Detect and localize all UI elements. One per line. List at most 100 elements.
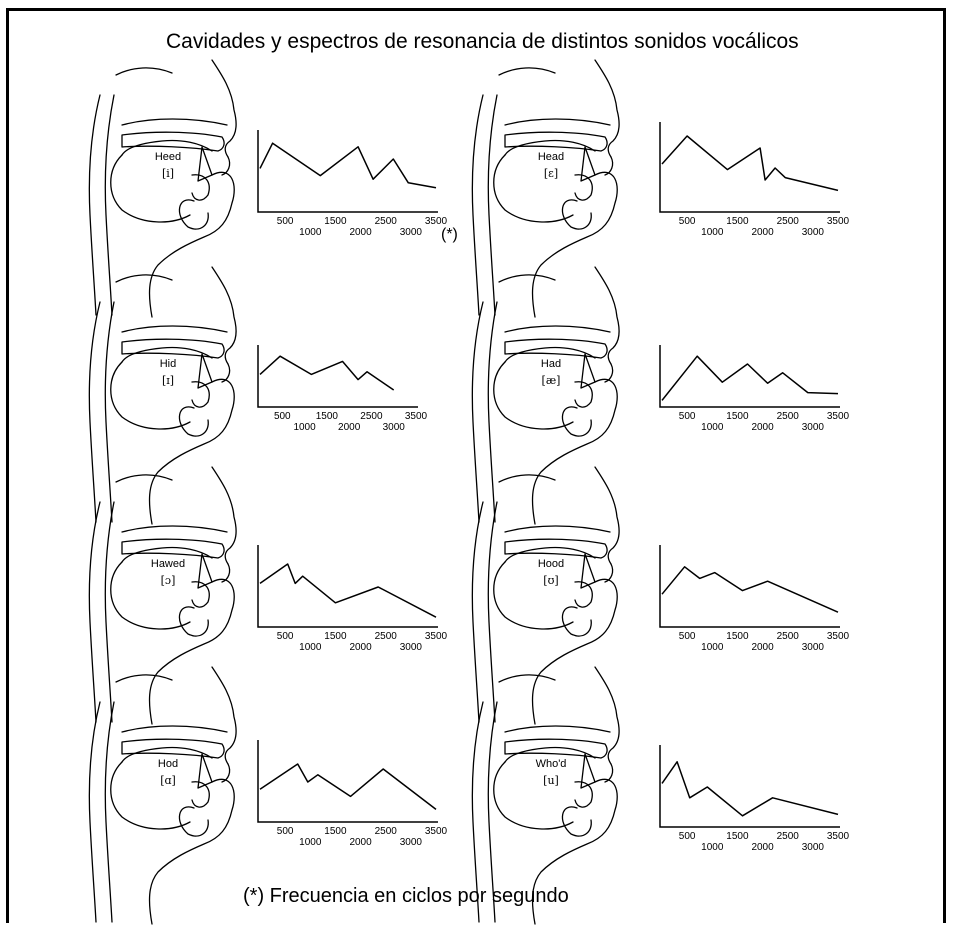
vowel-word-label: Hid [160, 358, 177, 370]
x-tick-label: 1000 [299, 837, 322, 848]
x-tick-label: 1500 [324, 631, 347, 642]
vowel-ipa-label: [ʊ] [543, 574, 558, 587]
x-tick-label: 3500 [827, 216, 850, 227]
chart-axes [659, 745, 840, 828]
chart-axes [257, 130, 438, 213]
x-tick-label: 1500 [726, 831, 749, 842]
x-tick-label: 500 [277, 826, 294, 837]
vocal-tract-drawing: Heed[i] [88, 59, 237, 318]
vowel-ipa-label: [ɔ] [161, 574, 176, 587]
x-tick-label: 3500 [425, 216, 448, 227]
chart-axes [659, 545, 840, 628]
vocal-tract-drawing: Hawed [ɔ] [88, 466, 237, 725]
x-tick-label: 3000 [802, 422, 825, 433]
vowel-ipa-label: [æ] [542, 374, 561, 387]
x-tick-label: 1500 [324, 826, 347, 837]
vowel-ipa-label: [ɛ] [544, 167, 558, 180]
x-tick-label: 500 [274, 411, 291, 422]
spectrum-curve [661, 566, 839, 613]
x-tick-label: 2500 [777, 216, 800, 227]
x-tick-label: 3500 [827, 831, 850, 842]
vowel-word-label: Hood [538, 558, 564, 570]
x-tick-label: 2000 [338, 422, 361, 433]
x-tick-label: 500 [679, 831, 696, 842]
x-tick-label: 2000 [751, 642, 774, 653]
vowel-ipa-label: [i] [162, 167, 174, 180]
x-tick-label: 3000 [400, 227, 423, 238]
x-tick-label: 3000 [400, 837, 423, 848]
x-tick-label: 2000 [349, 227, 372, 238]
x-tick-label: 2000 [751, 422, 774, 433]
x-tick-label: 1000 [299, 642, 322, 653]
x-tick-label: 500 [277, 631, 294, 642]
vowel-word-label: Head [538, 151, 564, 163]
x-tick-label: 2500 [360, 411, 383, 422]
x-tick-label: 500 [679, 216, 696, 227]
x-tick-label: 2500 [375, 631, 398, 642]
vocal-tract-drawing: Hood [ʊ] [471, 466, 620, 725]
x-tick-label: 3000 [383, 422, 406, 433]
vowel-word-label: Who'd [536, 758, 567, 770]
vowel-ipa-label: [ɑ] [160, 774, 176, 787]
resonance-spectrum-chart: 500 1500 2500 3500 1000 2000 3000 [659, 345, 850, 433]
x-tick-label: 1500 [316, 411, 339, 422]
spectrum-curve [259, 142, 437, 189]
x-tick-label: 3000 [802, 642, 825, 653]
x-tick-label: 2500 [375, 216, 398, 227]
x-tick-label: 3500 [405, 411, 428, 422]
vocal-tract-drawing: Head [ɛ] [471, 59, 620, 318]
x-tick-label: 2500 [777, 631, 800, 642]
spectrum-curve [661, 761, 839, 817]
spectrum-curve [259, 563, 437, 618]
x-tick-label: 2500 [777, 411, 800, 422]
x-tick-label: 3500 [827, 631, 850, 642]
figure-title: Cavidades y espectros de resonancia de d… [166, 30, 799, 53]
vowel-word-label: Hawed [151, 558, 185, 570]
vocal-tract-drawing: Hid [ɪ] [88, 266, 237, 525]
figure-frame [6, 8, 946, 923]
chart-axes [257, 345, 418, 408]
vowel-word-label: Hod [158, 758, 178, 770]
x-tick-label: 3000 [802, 227, 825, 238]
x-tick-label: 1500 [726, 631, 749, 642]
vocal-tract-drawing: Who'd [u] [471, 666, 620, 925]
x-tick-label: 1000 [299, 227, 322, 238]
vowel-ipa-label: [u] [543, 774, 559, 787]
spectrum-curve [259, 355, 395, 391]
x-tick-label: 500 [679, 411, 696, 422]
x-tick-label: 3500 [425, 826, 448, 837]
resonance-spectrum-chart: 500 1500 2500 3500 1000 2000 3000 [659, 745, 850, 853]
footnote: (*) Frecuencia en ciclos por segundo [243, 885, 569, 907]
chart-axes [659, 122, 840, 213]
x-tick-label: 3500 [425, 631, 448, 642]
x-tick-label: 1000 [701, 842, 724, 853]
x-tick-label: 2500 [375, 826, 398, 837]
x-tick-label: 1500 [726, 411, 749, 422]
x-tick-label: 1000 [293, 422, 316, 433]
axis-note: (*) [441, 226, 458, 243]
chart-axes [659, 345, 840, 408]
x-tick-label: 3000 [802, 842, 825, 853]
x-tick-label: 3000 [400, 642, 423, 653]
x-tick-label: 3500 [827, 411, 850, 422]
x-tick-label: 1000 [701, 422, 724, 433]
x-tick-label: 1500 [726, 216, 749, 227]
x-tick-label: 500 [679, 631, 696, 642]
vowel-ipa-label: [ɪ] [162, 374, 174, 387]
vocal-tract-drawing: Had [æ] [471, 266, 620, 525]
x-tick-label: 1500 [324, 216, 347, 227]
chart-axes [257, 740, 438, 823]
chart-axes [257, 545, 438, 628]
resonance-spectrum-chart: 500 1500 2500 3500 1000 2000 3000 [257, 345, 428, 433]
spectrum-curve [661, 355, 839, 401]
vowel-word-label: Had [541, 358, 561, 370]
x-tick-label: 2500 [777, 831, 800, 842]
x-tick-label: 2000 [751, 842, 774, 853]
spectrum-curve [661, 135, 839, 192]
x-tick-label: 500 [277, 216, 294, 227]
